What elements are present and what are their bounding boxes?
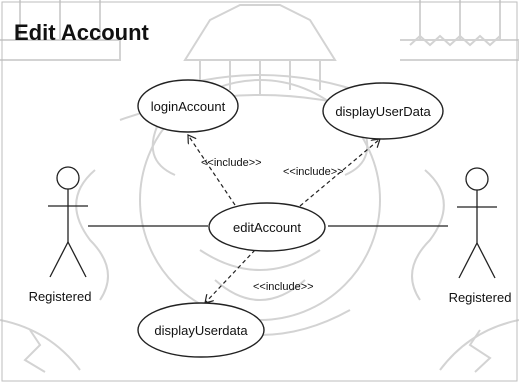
use-case-label: displayUserdata [154,323,248,338]
include-label-display-bottom: <<include>> [253,281,314,293]
include-login-line [188,135,236,206]
use-case-login-account[interactable]: loginAccount [137,79,239,133]
include-label-display-top: <<include>> [283,166,344,178]
actor-label-left: Registered [29,289,92,304]
include-display-top-line [299,139,380,207]
use-case-display-user-data-top[interactable]: displayUserData [322,82,444,140]
use-case-label: loginAccount [151,99,226,114]
diagram-title: Edit Account [14,20,150,45]
actor-right[interactable]: Registered [449,167,512,305]
actor-stick-figure-icon [48,166,88,278]
actor-stick-figure-icon [457,167,497,279]
actor-label-right: Registered [449,290,512,305]
include-display-bottom-line [205,249,256,303]
use-case-edit-account[interactable]: editAccount [208,202,326,252]
use-case-label: editAccount [233,220,301,235]
include-label-login: <<include>> [201,157,262,169]
actor-left[interactable]: Registered [29,166,92,304]
seal-watermark [0,0,519,373]
use-case-label: displayUserData [335,104,431,119]
use-case-display-user-data-bottom[interactable]: displayUserdata [137,302,265,358]
